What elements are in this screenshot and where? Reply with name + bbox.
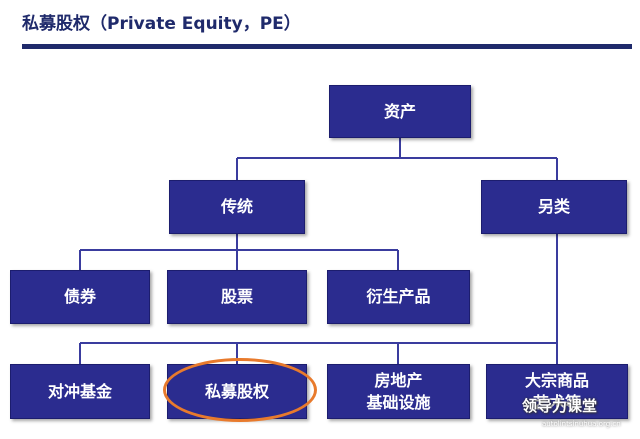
node-real-estate-label-2: 基础设施: [366, 392, 431, 412]
node-traditional: 传统: [169, 180, 305, 234]
node-alternative: 另类: [481, 180, 627, 234]
title-underline: [22, 44, 632, 49]
node-hedge-fund-label: 对冲基金: [47, 381, 112, 401]
node-derivatives-label: 衍生产品: [366, 287, 431, 307]
node-hedge-fund: 对冲基金: [10, 364, 150, 419]
watermark-url: autolintsinuhua.org.cn: [542, 420, 621, 428]
node-stocks: 股票: [167, 270, 307, 324]
page-title: 私募股权（Private Equity，PE）: [22, 14, 301, 34]
node-commodities: 大宗商品 艺术等: [486, 364, 628, 419]
node-commodities-label-1: 大宗商品: [524, 370, 589, 390]
node-real-estate-label-1: 房地产: [374, 370, 423, 390]
node-traditional-label: 传统: [220, 197, 253, 217]
node-real-estate: 房地产 基础设施: [327, 364, 470, 419]
node-commodities-label-2: 艺术等: [532, 392, 581, 412]
node-derivatives: 衍生产品: [327, 270, 470, 324]
node-alternative-label: 另类: [537, 197, 570, 217]
node-bonds: 债券: [10, 270, 150, 324]
watermark-logo: 领导力课堂: [522, 397, 598, 415]
node-bonds-label: 债券: [63, 287, 96, 307]
node-assets-label: 资产: [383, 101, 416, 121]
highlight-ellipse: [163, 358, 317, 422]
node-assets: 资产: [329, 85, 471, 138]
node-stocks-label: 股票: [220, 287, 253, 307]
